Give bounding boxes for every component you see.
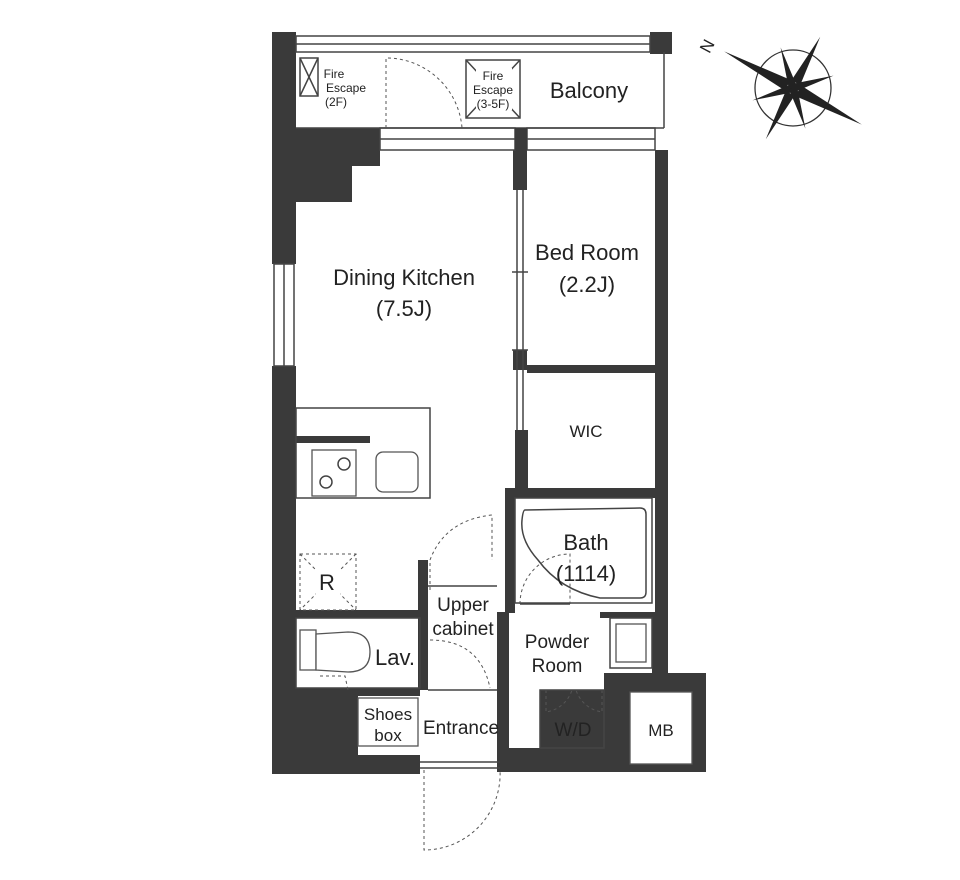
fire-escape-35f-label-1: Fire xyxy=(483,69,504,83)
refrigerator: R xyxy=(299,553,357,611)
bath-size: (1114) xyxy=(556,561,616,586)
fire-escape-2f-label-1: Fire xyxy=(324,67,345,81)
fire-escape-2f-label-2: Escape xyxy=(326,81,366,95)
shoes-box-label-1: Shoes xyxy=(364,705,412,724)
balcony-area xyxy=(295,35,665,151)
toilet xyxy=(295,617,421,691)
powder-room-label-2: Room xyxy=(532,656,583,677)
hallway-doors xyxy=(428,514,497,691)
bed-room-label: Bed Room xyxy=(535,240,639,265)
bathtub xyxy=(514,497,653,605)
kitchen-counter xyxy=(295,407,431,499)
powder-room-fixtures xyxy=(545,617,653,713)
upper-cabinet-label-1: Upper xyxy=(437,595,489,616)
refrigerator-label: R xyxy=(319,570,335,595)
dining-kitchen-label: Dining Kitchen xyxy=(333,265,475,290)
powder-room-label-1: Powder xyxy=(525,632,590,653)
shoes-box-label-2: box xyxy=(374,726,402,745)
dining-kitchen-size: (7.5J) xyxy=(376,296,432,321)
fire-escape-35f: Fire Escape (3-5F) xyxy=(465,59,521,119)
bath-label: Bath xyxy=(563,530,608,555)
fire-escape-2f: Fire Escape (2F) xyxy=(299,57,366,109)
upper-cabinet-label-2: cabinet xyxy=(432,619,494,640)
washer-dryer-label: W/D xyxy=(555,720,592,741)
compass-rose: N xyxy=(696,36,862,140)
bed-room-size: (2.2J) xyxy=(559,272,615,297)
fire-escape-2f-label-3: (2F) xyxy=(325,95,347,109)
fire-escape-35f-label-3: (3-5F) xyxy=(477,97,510,111)
compass-north-label: N xyxy=(696,36,719,56)
entrance-door xyxy=(420,761,501,851)
entrance-label: Entrance xyxy=(423,718,499,739)
wic-label: WIC xyxy=(569,422,602,441)
fire-escape-35f-label-2: Escape xyxy=(473,83,513,97)
meter-box-label: MB xyxy=(648,721,674,740)
balcony-label: Balcony xyxy=(550,78,628,103)
lavatory-label: Lav. xyxy=(375,645,415,670)
left-window xyxy=(273,263,295,367)
sliding-partition xyxy=(512,190,528,430)
